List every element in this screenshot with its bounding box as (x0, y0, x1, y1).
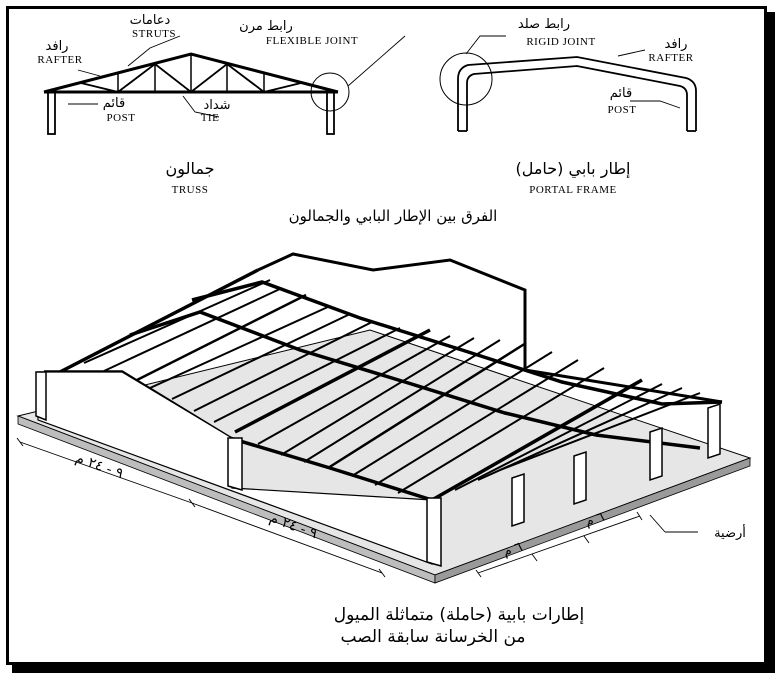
building-diagram: أرضية ٩ - ٢٤ م ٩ - ٢٤ م ٦ م ٦ م (16, 252, 752, 584)
truss-rafter-label-en: RAFTER (37, 54, 82, 66)
portal-outer-outline (457, 56, 697, 131)
rigid-joint-leader (465, 35, 506, 55)
front-gable (37, 371, 433, 565)
frame-shadow-right (767, 12, 775, 671)
mid-column-front (227, 437, 243, 491)
portal-post-label-en: POST (608, 104, 637, 116)
tie-label-ar: شداد (203, 98, 230, 113)
portal-caption-en: PORTAL FRAME (529, 184, 616, 196)
truss-diagram (43, 35, 406, 135)
portal-inner-outline (466, 65, 688, 131)
flexible-joint-label-ar: رابط مرن (239, 19, 293, 34)
floor-label: أرضية (714, 524, 746, 541)
caption-line-2: من الخرسانة سابقة الصب (341, 627, 526, 647)
difference-title: الفرق بين الإطار البابي والجمالون (289, 207, 498, 226)
portal-labels: رابط صلد RIGID JOINT رافد RAFTER قائم PO… (515, 17, 693, 196)
front-right-column (426, 497, 442, 567)
back-frame (257, 252, 527, 370)
truss-labels: دعامات STRUTS رافد RAFTER رابط مرن FLEXI… (37, 13, 358, 196)
portal-rafter-label-ar: رافد (665, 37, 688, 52)
joint-leader (347, 35, 406, 87)
rigid-joint-label-en: RIGID JOINT (526, 36, 595, 48)
portal-rafter-label-en: RAFTER (648, 52, 693, 64)
frame-shadow-bottom (12, 665, 775, 673)
side-columns (511, 402, 721, 528)
bay-label-1: ٦ م (501, 539, 524, 559)
portal-frame-diagram (439, 35, 697, 132)
flexible-joint-label-en: FLEXIBLE JOINT (266, 35, 358, 47)
portal-post-label-ar: قائم (610, 86, 632, 101)
struts-leader (127, 35, 181, 67)
caption-line-1: إطارات بابية (حاملة) متماثلة الميول (334, 605, 584, 625)
portal-caption-ar: إطار بابي (حامل) (515, 159, 630, 179)
truss-post-right (326, 91, 335, 135)
truss-post-left (47, 91, 56, 135)
truss-caption-ar: جمالون (166, 159, 215, 179)
rigid-joint-circle (439, 52, 493, 106)
corner-column (35, 371, 47, 422)
roof-purlins (83, 279, 701, 494)
flexible-joint-circle (310, 72, 350, 112)
truss-caption-en: TRUSS (172, 184, 209, 196)
truss-post-label-en: POST (107, 112, 136, 124)
struts-label-ar: دعامات (130, 13, 171, 28)
bay-label-2: ٦ م (583, 509, 606, 529)
truss-post-label-ar: قائم (103, 96, 125, 111)
rigid-joint-label-ar: رابط صلد (518, 17, 570, 32)
truss-rafter-label-ar: رافد (46, 39, 69, 54)
struts-label-en: STRUTS (132, 28, 176, 40)
dimension-lines (16, 437, 643, 578)
tie-label-en: TIE (201, 112, 220, 124)
